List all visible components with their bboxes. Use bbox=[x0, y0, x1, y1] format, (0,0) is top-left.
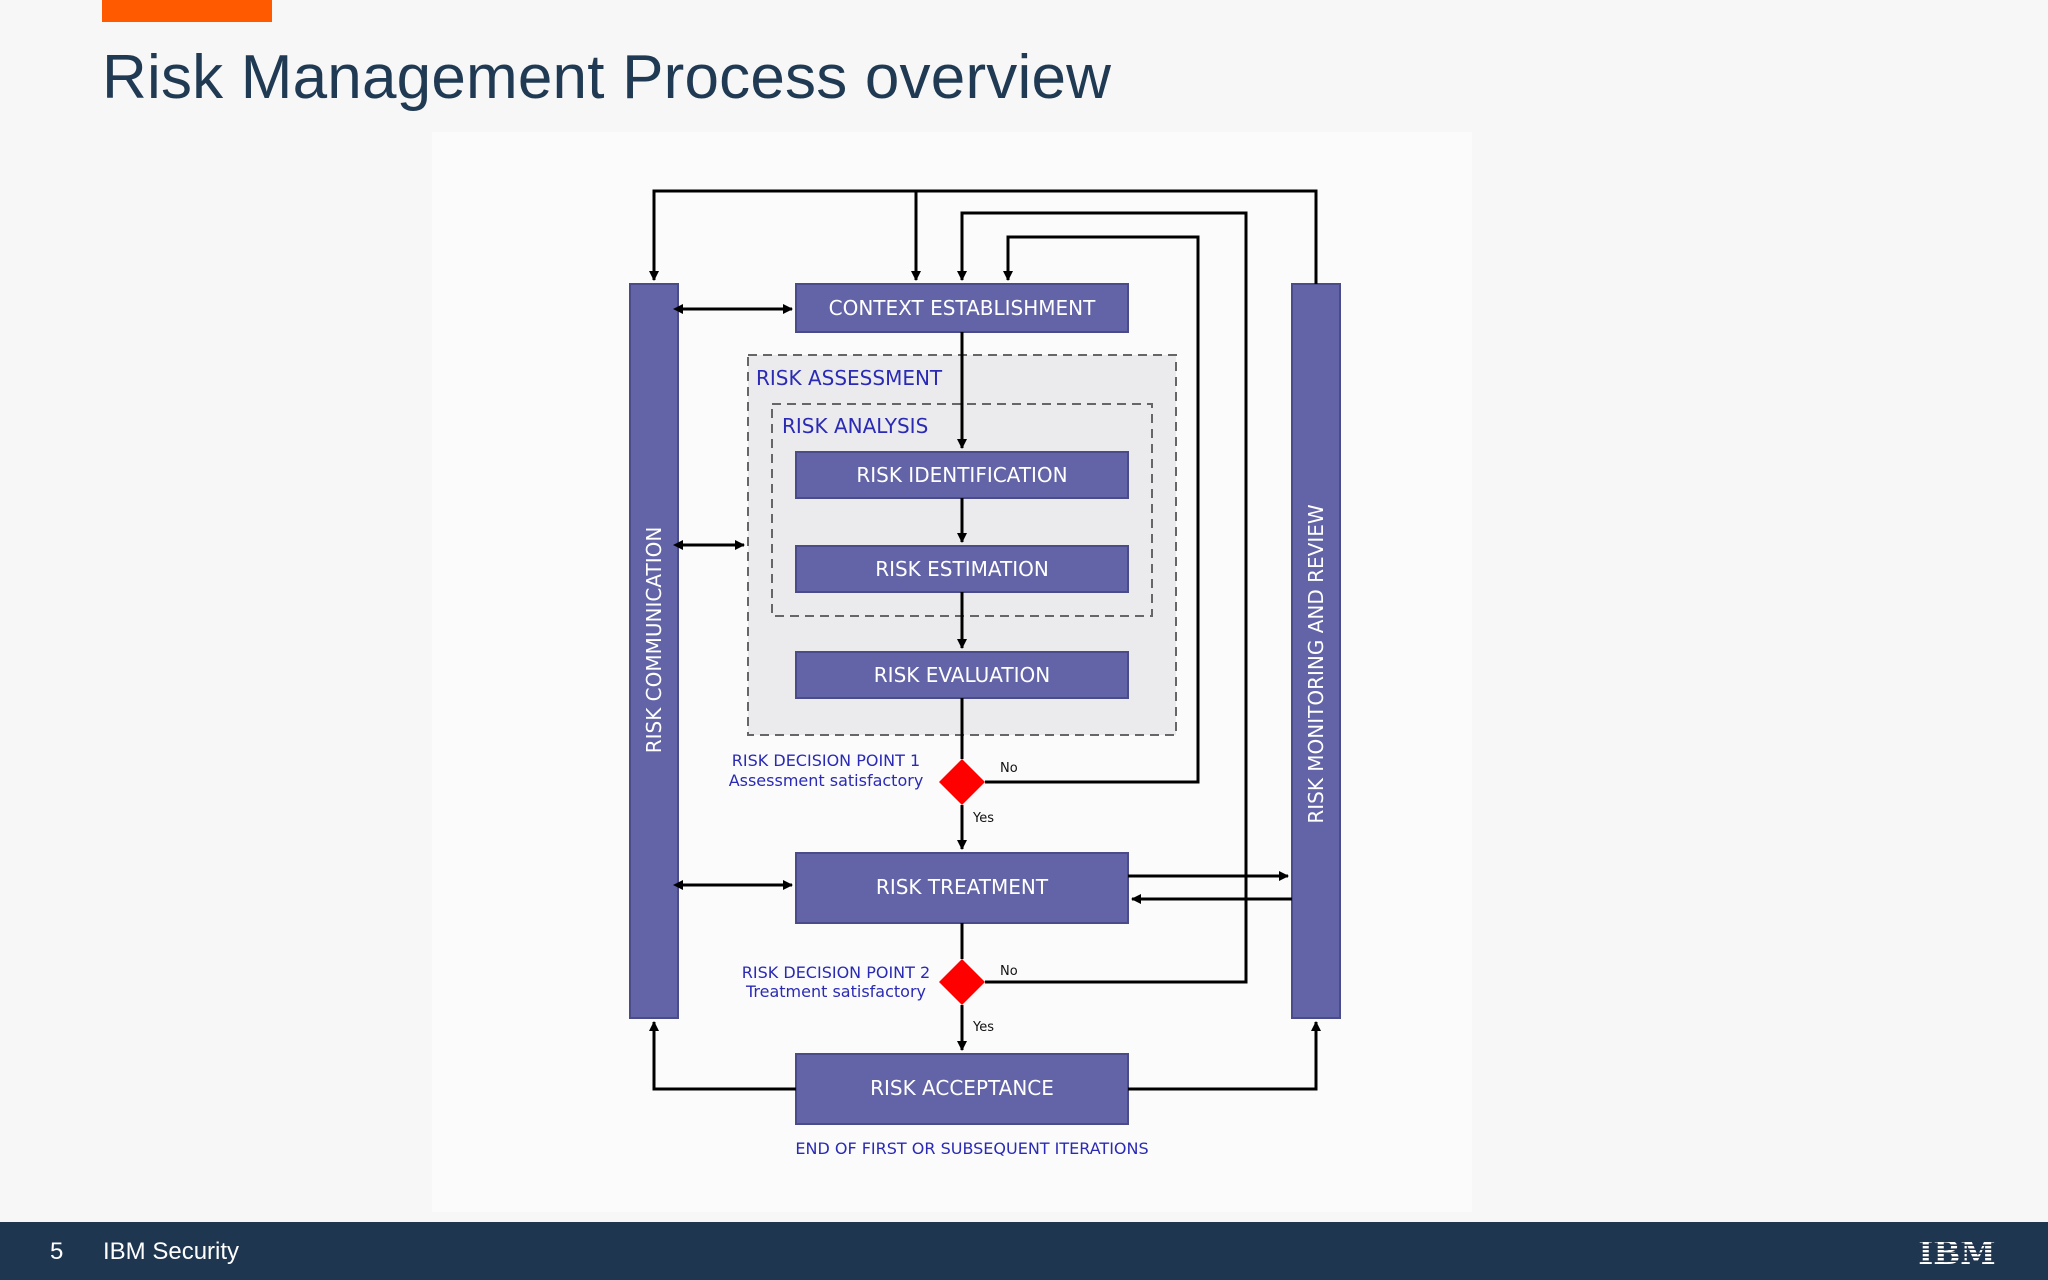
end-of-iterations-note: END OF FIRST OR SUBSEQUENT ITERATIONS bbox=[795, 1139, 1148, 1158]
page-number: 5 bbox=[50, 1238, 64, 1265]
risk-communication-label: RISK COMMUNICATION bbox=[642, 527, 666, 754]
decision-point-2-diamond bbox=[939, 959, 985, 1005]
decision-2-yes-label: Yes bbox=[972, 1020, 994, 1035]
risk-estimation-label: RISK ESTIMATION bbox=[875, 557, 1049, 581]
slide-title: Risk Management Process overview bbox=[102, 43, 1112, 112]
risk-identification-box: RISK IDENTIFICATION bbox=[795, 451, 1129, 499]
decision-point-1-subtitle: Assessment satisfactory bbox=[729, 771, 924, 790]
decision-1-no-label: No bbox=[1000, 761, 1018, 776]
risk-communication-column: RISK COMMUNICATION bbox=[629, 283, 679, 1019]
context-establishment-label: CONTEXT ESTABLISHMENT bbox=[829, 296, 1096, 320]
risk-assessment-label: RISK ASSESSMENT bbox=[756, 366, 943, 390]
decision-point-1-diamond bbox=[939, 759, 985, 805]
risk-acceptance-label: RISK ACCEPTANCE bbox=[870, 1076, 1054, 1100]
accent-bar bbox=[102, 0, 272, 22]
decision-point-2-subtitle: Treatment satisfactory bbox=[745, 982, 926, 1001]
decision-2-no-label: No bbox=[1000, 964, 1018, 979]
risk-estimation-box: RISK ESTIMATION bbox=[795, 545, 1129, 593]
risk-acceptance-box: RISK ACCEPTANCE bbox=[795, 1053, 1129, 1125]
footer-label: IBM Security bbox=[103, 1238, 240, 1265]
risk-identification-label: RISK IDENTIFICATION bbox=[856, 463, 1067, 487]
decision-point-2-title: RISK DECISION POINT 2 bbox=[742, 963, 930, 982]
risk-treatment-box: RISK TREATMENT bbox=[795, 852, 1129, 924]
risk-monitoring-label: RISK MONITORING AND REVIEW bbox=[1304, 504, 1328, 824]
risk-monitoring-column: RISK MONITORING AND REVIEW bbox=[1291, 283, 1341, 1019]
risk-analysis-label: RISK ANALYSIS bbox=[782, 414, 928, 438]
context-establishment-box: CONTEXT ESTABLISHMENT bbox=[795, 283, 1129, 333]
footer-bar: 5 IBM Security IBM bbox=[0, 1222, 2048, 1280]
decision-1-yes-label: Yes bbox=[972, 811, 994, 826]
connectors bbox=[649, 189, 1321, 1091]
risk-evaluation-box: RISK EVALUATION bbox=[795, 651, 1129, 699]
decision-point-1-title: RISK DECISION POINT 1 bbox=[732, 751, 920, 770]
risk-treatment-label: RISK TREATMENT bbox=[876, 875, 1049, 899]
risk-evaluation-label: RISK EVALUATION bbox=[874, 663, 1050, 687]
ibm-logo-text: IBM bbox=[1918, 1234, 1995, 1268]
ibm-logo: IBM bbox=[1918, 1234, 1995, 1268]
